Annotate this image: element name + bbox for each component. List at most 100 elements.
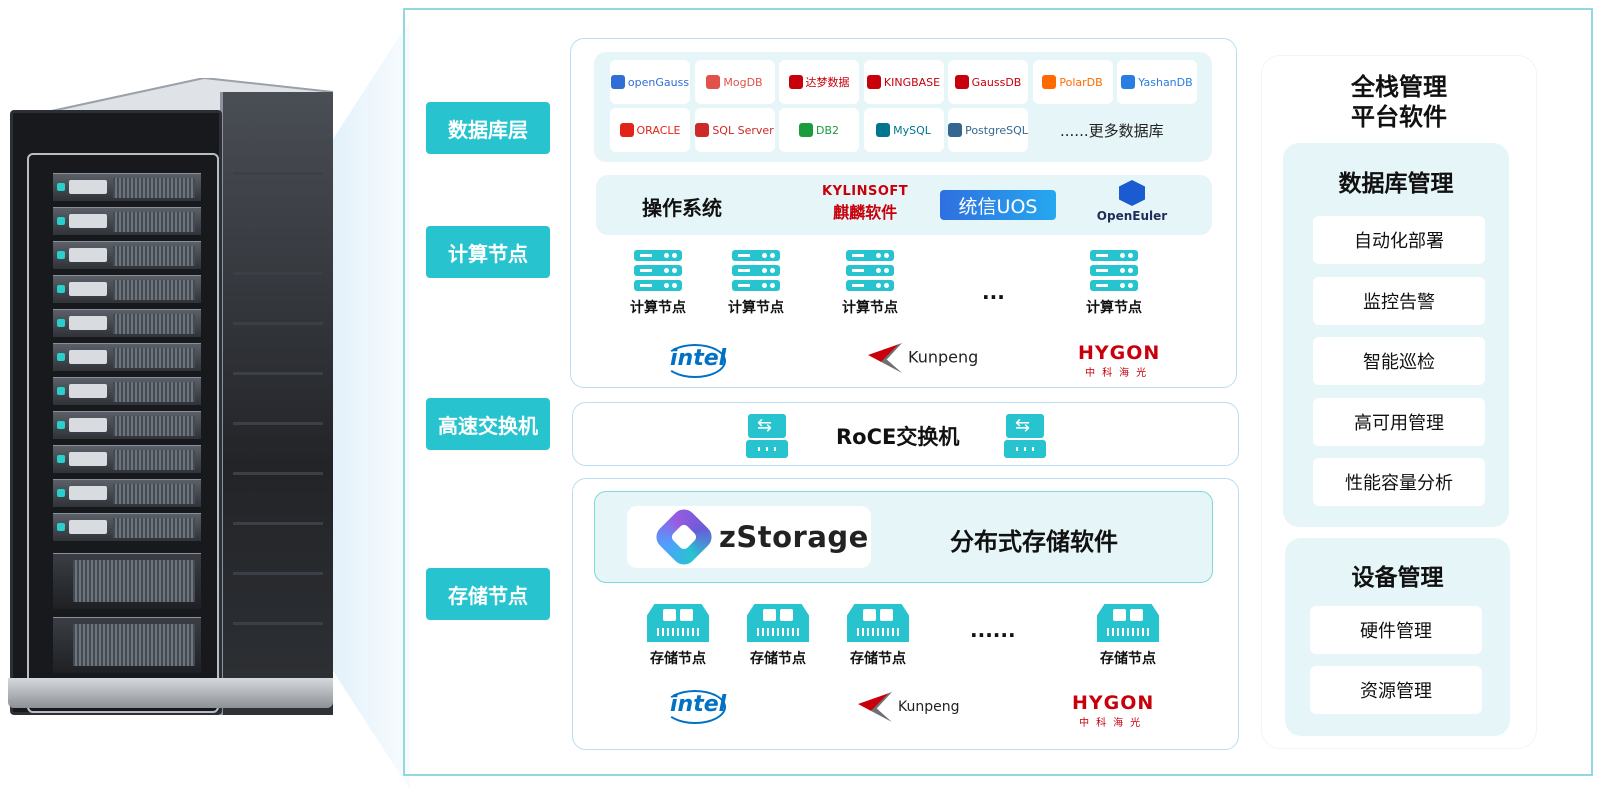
os-panel xyxy=(596,175,1212,235)
server-bar xyxy=(846,280,894,291)
ssd-chip xyxy=(780,609,793,621)
uos-logo: 统信UOS xyxy=(940,190,1056,220)
storage-node-label: 存储节点 xyxy=(1100,651,1156,667)
server-bar xyxy=(846,250,894,261)
database-management-title: 数据库管理 xyxy=(1338,171,1454,197)
server-icon xyxy=(1090,250,1138,291)
storage-node-label: 存储节点 xyxy=(650,651,706,667)
ssd-shell xyxy=(847,604,909,642)
server-icon xyxy=(846,250,894,291)
database-management-item: 监控告警 xyxy=(1313,276,1485,325)
ssd-pins xyxy=(857,628,899,636)
server-bar xyxy=(732,280,780,291)
database-name: openGauss xyxy=(627,75,690,89)
ssd-pins xyxy=(757,628,799,636)
switch-icon xyxy=(746,414,788,458)
server-bar xyxy=(1090,280,1138,291)
platform-title-line2: 平台软件 xyxy=(1351,103,1447,131)
server-bar xyxy=(846,265,894,276)
mogdb-icon xyxy=(706,75,721,89)
kylinsoft-cn: 麒麟软件 xyxy=(833,203,898,222)
device-management-title: 设备管理 xyxy=(1351,565,1444,591)
server-bar xyxy=(1090,265,1138,276)
database-logo: KINGBASE xyxy=(863,60,944,104)
database-name: GaussDB xyxy=(971,75,1022,89)
ssd-icon xyxy=(847,598,909,642)
compute-node-label: 计算节点 xyxy=(1086,300,1142,316)
yashandb-icon xyxy=(1121,75,1136,89)
rack-side-glass xyxy=(220,92,333,715)
compute-node: 计算节点 xyxy=(1074,250,1154,317)
zstorage-label: zStorage xyxy=(719,520,869,554)
postgresql-icon xyxy=(948,123,963,137)
storage-ellipsis: ...... xyxy=(970,618,1016,642)
switch-icon xyxy=(1004,414,1046,458)
database-name: SQL Server xyxy=(712,123,774,137)
database-management-item: 性能容量分析 xyxy=(1313,458,1485,506)
database-name: YashanDB xyxy=(1138,75,1193,89)
more-databases-label: ......更多数据库 xyxy=(1060,122,1164,140)
kunpeng-label: Kunpeng xyxy=(908,347,979,367)
openeuler-logo: OpenEuler xyxy=(1092,180,1172,223)
sqlserver-icon xyxy=(695,123,710,137)
gaussdb-icon xyxy=(954,75,969,89)
server-bar xyxy=(1090,250,1138,261)
database-logo: 达梦数据 xyxy=(779,60,859,104)
rack-body xyxy=(10,110,222,715)
hygon-sub-label: 中科海光 xyxy=(1079,718,1148,729)
database-logo: DB2 xyxy=(779,108,859,152)
storage-node: 存储节点 xyxy=(1088,598,1168,668)
ssd-shell xyxy=(747,604,809,642)
zstorage-logo: zStorage xyxy=(627,504,871,570)
server-rack-image xyxy=(8,78,333,718)
ibm-db2-icon xyxy=(798,123,813,137)
zstorage-icon xyxy=(651,504,717,570)
layer-label-compute: 计算节点 xyxy=(426,226,550,278)
ssd-chip xyxy=(680,609,693,621)
database-logo: ORACLE xyxy=(610,108,690,152)
compute-node: 计算节点 xyxy=(716,250,796,317)
database-logo: GaussDB xyxy=(948,60,1028,104)
device-management-item: 资源管理 xyxy=(1310,666,1482,714)
kylinsoft-logo: KYLINSOFT 麒麟软件 xyxy=(822,184,908,223)
storage-software-title: 分布式存储软件 xyxy=(950,528,1118,556)
database-logo: MogDB xyxy=(694,60,775,104)
kunpeng-icon xyxy=(858,692,892,722)
opengauss-icon xyxy=(610,75,625,89)
kunpeng-icon xyxy=(868,343,902,373)
os-title: 操作系统 xyxy=(642,196,722,220)
hygon-sub-label: 中科海光 xyxy=(1085,368,1154,379)
database-name: PostgreSQL xyxy=(965,123,1028,137)
database-logo: SQL Server xyxy=(694,108,775,152)
openeuler-label: OpenEuler xyxy=(1096,209,1168,223)
platform-title-line1: 全栈管理 xyxy=(1351,73,1447,101)
ssd-chip xyxy=(763,609,776,621)
database-name: KINGBASE xyxy=(883,75,941,89)
database-name: MogDB xyxy=(723,75,763,89)
dameng-icon xyxy=(788,75,803,89)
server-bar xyxy=(732,250,780,261)
ssd-chip xyxy=(1130,609,1143,621)
database-name: 达梦数据 xyxy=(805,76,850,89)
storage-node: 存储节点 xyxy=(738,598,818,668)
oracle-icon xyxy=(619,123,634,137)
database-logo: MySQL xyxy=(863,108,944,152)
server-bar xyxy=(634,280,682,291)
database-logo: openGauss xyxy=(610,60,690,104)
ssd-icon xyxy=(1097,598,1159,642)
server-icon xyxy=(732,250,780,291)
storage-node-label: 存储节点 xyxy=(750,651,806,667)
layer-label-storage: 存储节点 xyxy=(426,568,550,620)
compute-node-label: 计算节点 xyxy=(842,300,898,316)
storage-node: 存储节点 xyxy=(638,598,718,668)
server-bar xyxy=(634,250,682,261)
polardb-icon xyxy=(1042,75,1057,89)
kylinsoft-en: KYLINSOFT xyxy=(822,184,909,199)
ssd-chip xyxy=(1113,609,1126,621)
database-name: DB2 xyxy=(815,123,839,137)
switch-section xyxy=(572,402,1239,466)
ssd-icon xyxy=(747,598,809,642)
hygon-label: HYGON xyxy=(1072,692,1155,714)
intel-logo-compute: intel xyxy=(664,344,726,378)
